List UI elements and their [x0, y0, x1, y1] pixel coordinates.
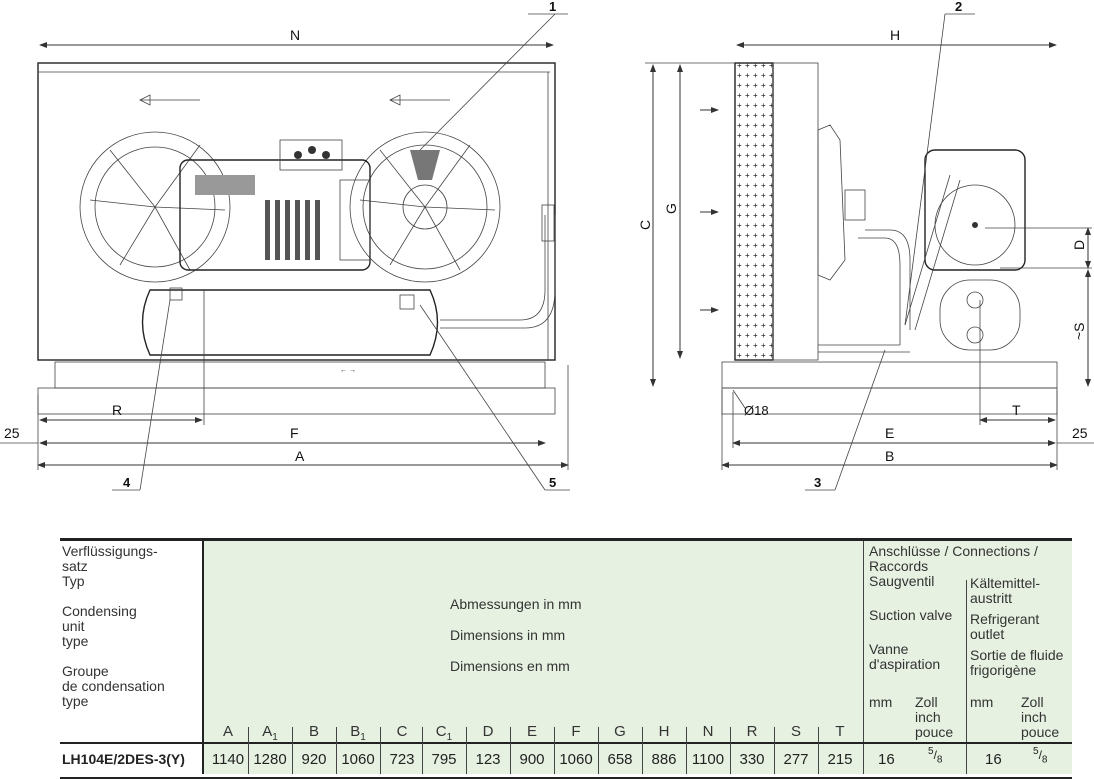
col-header-11: N — [702, 723, 714, 740]
dim-left-offset: 25 — [4, 425, 20, 441]
col-header-5: C1 — [435, 723, 453, 743]
col-header-14: T — [835, 723, 845, 740]
col-header-1: A1 — [262, 723, 278, 743]
col-header-12: R — [746, 723, 758, 740]
dim-T: T — [1012, 402, 1021, 418]
value-2: 920 — [301, 751, 327, 768]
fan-right — [349, 131, 501, 283]
svg-text:← →: ← → — [340, 367, 356, 374]
value-10: 886 — [651, 751, 677, 768]
compressor — [179, 139, 371, 271]
value-4: 723 — [389, 751, 415, 768]
col-header-4: C — [396, 723, 408, 740]
dim-hole: Ø18 — [744, 403, 769, 418]
value-7: 900 — [519, 751, 545, 768]
value-11: 1100 — [691, 751, 725, 768]
callout-3: 3 — [814, 475, 821, 490]
spec-table — [60, 538, 1072, 779]
dims-header: Abmessungen in mm Dimensions in mm Dimen… — [450, 596, 582, 674]
value-13: 277 — [783, 751, 809, 768]
value-0: 1140 — [211, 751, 245, 768]
callout-4: 4 — [123, 475, 131, 490]
type-header: Verflüssigungs- satz Typ Condensing unit… — [62, 543, 165, 709]
suction-mm: 16 — [878, 751, 895, 768]
outlet-inch: 5/8 — [1033, 746, 1048, 766]
col-header-10: H — [658, 723, 670, 740]
dim-D: D — [1071, 240, 1087, 250]
conn-header: Anschlüsse / Connections / Raccords — [869, 543, 1038, 574]
front-view: ← → — [37, 62, 556, 415]
dim-S: ~S — [1071, 322, 1087, 340]
value-5: 795 — [431, 751, 457, 768]
dim-right-offset: 25 — [1072, 425, 1088, 441]
col-header-9: G — [614, 723, 626, 740]
suction-header: Saugventil Suction valve Vanne d'aspirat… — [869, 573, 953, 672]
callout-5: 5 — [549, 475, 556, 490]
col-header-3: B1 — [350, 723, 366, 743]
outlet-mm-label: mm — [970, 694, 994, 710]
dim-G: G — [663, 203, 679, 214]
col-header-13: S — [790, 723, 801, 740]
value-6: 123 — [475, 751, 501, 768]
value-8: 1060 — [559, 751, 593, 768]
compressor-side — [924, 149, 1026, 351]
table-header-bg — [204, 541, 1072, 742]
value-12: 330 — [739, 751, 765, 768]
col-header-2: B — [308, 723, 319, 740]
side-view — [700, 62, 1058, 415]
col-header-6: D — [482, 723, 494, 740]
dim-H: H — [890, 27, 900, 43]
dim-F: F — [290, 425, 299, 441]
suction-inch: 5/8 — [928, 746, 943, 766]
dim-E: E — [885, 425, 894, 441]
table-row-bg — [204, 744, 1072, 774]
receiver-tank — [141, 287, 439, 356]
outlet-header: Kältemittel- austritt Refrigerant outlet… — [970, 575, 1064, 678]
dim-C: C — [637, 220, 653, 230]
col-header-8: F — [571, 723, 581, 740]
value-14: 215 — [827, 751, 853, 768]
model-name: LH104E/2DES-3(Y) — [62, 751, 185, 767]
callout-1: 1 — [549, 0, 556, 14]
callout-2: 2 — [955, 0, 962, 14]
col-header-7: E — [526, 723, 537, 740]
outlet-mm: 16 — [985, 751, 1002, 768]
dim-N: N — [290, 27, 300, 43]
fan-left — [79, 131, 231, 283]
value-9: 658 — [607, 751, 633, 768]
dim-A: A — [295, 448, 305, 464]
col-header-0: A — [222, 723, 233, 740]
technical-drawing: + — [0, 0, 1094, 491]
value-1: 1280 — [253, 751, 287, 768]
dim-R: R — [112, 402, 122, 418]
value-3: 1060 — [341, 751, 375, 768]
dim-B: B — [885, 448, 894, 464]
suction-mm-label: mm — [869, 694, 893, 710]
